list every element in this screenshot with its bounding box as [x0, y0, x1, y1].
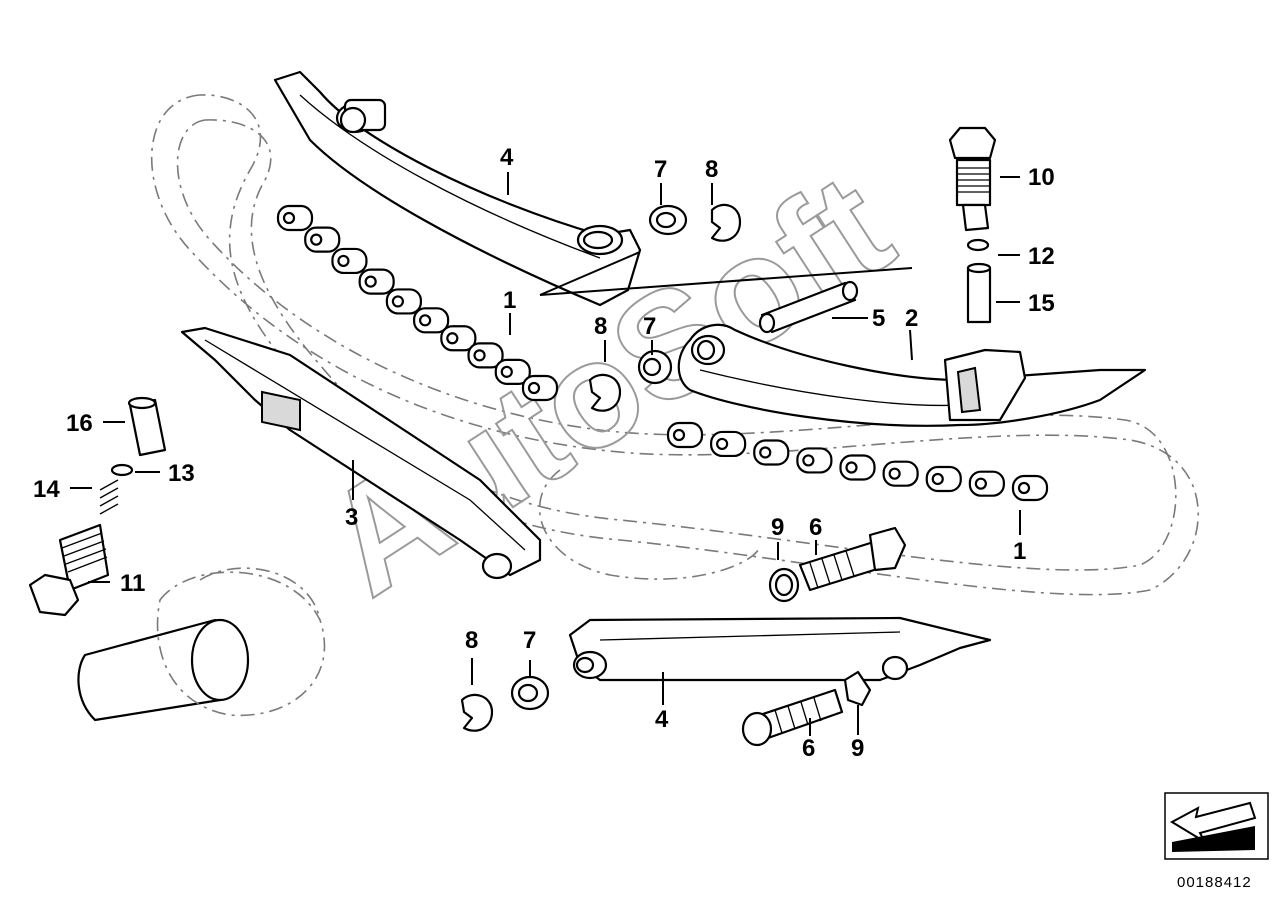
callout-10: 10 — [1028, 164, 1055, 191]
chain-pin — [473, 349, 486, 362]
washer-7-mid — [637, 349, 673, 385]
guide-rail-bottom — [568, 616, 992, 682]
tensioner-rail — [677, 323, 1147, 427]
callout-9-mid: 9 — [771, 514, 784, 541]
leader-lines — [70, 172, 1021, 736]
chain-pin — [446, 332, 459, 345]
callout-1-right: 1 — [1013, 538, 1026, 565]
crankshaft-sprocket — [77, 567, 326, 722]
washer-9-mid — [768, 567, 800, 603]
callout-1-upper: 1 — [503, 287, 516, 314]
washer-9-bot — [843, 670, 872, 707]
chain-pin — [419, 314, 432, 327]
washer-7-bot — [510, 675, 550, 711]
washer-7-top — [648, 204, 688, 236]
callout-16: 16 — [66, 410, 93, 437]
callout-11: 11 — [120, 570, 145, 597]
figure-number: 00188412 — [1177, 874, 1252, 891]
circlip-8-mid — [588, 373, 622, 412]
timing-chain-upper — [276, 204, 559, 402]
callout-labels: 4 7 8 10 12 15 1 8 7 5 2 16 14 13 3 11 9… — [33, 144, 1055, 762]
chain-pin — [888, 467, 901, 480]
bolt-6-mid — [798, 526, 907, 592]
circlip-8-bot — [460, 693, 494, 732]
timing-chain-lower — [666, 421, 1049, 502]
chain-pin — [845, 461, 858, 474]
callout-4-bot: 4 — [655, 706, 669, 733]
guide-rail-top — [273, 70, 642, 307]
callout-3: 3 — [345, 504, 358, 531]
callout-8-mid: 8 — [594, 313, 607, 340]
callout-8-bot: 8 — [465, 627, 478, 654]
chain-pin — [527, 381, 541, 395]
chain-pin — [802, 454, 815, 467]
callout-15: 15 — [1028, 290, 1055, 317]
callout-13: 13 — [168, 460, 195, 487]
chain-pin — [282, 211, 296, 225]
callout-14: 14 — [33, 476, 60, 503]
pin-5 — [758, 280, 859, 334]
direction-arrow-icon — [1164, 792, 1269, 860]
callout-5: 5 — [872, 305, 885, 332]
chain-pin — [931, 472, 944, 486]
chain-pin — [759, 446, 772, 459]
bolt-6-bot — [741, 688, 844, 747]
callout-4-top: 4 — [500, 144, 514, 171]
chain-pin — [1017, 481, 1031, 495]
callout-7-top: 7 — [654, 156, 667, 183]
chain-pin — [364, 275, 377, 288]
chain-pin — [391, 295, 404, 308]
callout-2: 2 — [905, 305, 918, 332]
guide-rail-3 — [180, 326, 542, 580]
circlip-8-top — [710, 203, 742, 242]
chain-pin — [500, 365, 513, 378]
callout-6-bot: 6 — [802, 735, 815, 762]
callout-7-bot: 7 — [523, 627, 536, 654]
callout-6-mid: 6 — [809, 514, 822, 541]
chain-pin — [310, 233, 323, 246]
chain-pin — [974, 477, 987, 490]
callout-9-bot: 9 — [851, 735, 864, 762]
tensioner-left-stack — [28, 396, 167, 617]
chain-tensioner-assembly — [948, 126, 997, 324]
chain-route-paths — [151, 94, 1200, 596]
chain-pin — [716, 437, 729, 451]
chain-pin — [337, 254, 350, 268]
callout-7-mid: 7 — [643, 313, 656, 340]
callout-8-top: 8 — [705, 156, 718, 183]
callout-12: 12 — [1028, 243, 1055, 270]
chain-pin — [672, 428, 686, 442]
